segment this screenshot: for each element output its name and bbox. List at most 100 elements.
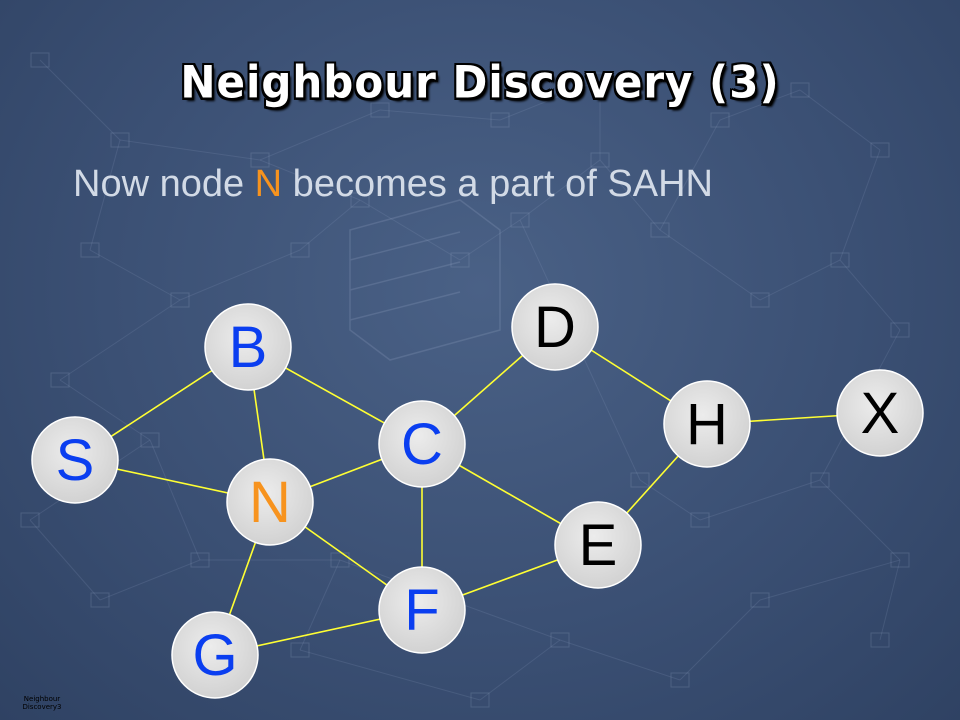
bg-device-icon — [690, 512, 710, 528]
node-circle — [226, 458, 314, 546]
bg-device-icon — [790, 82, 810, 98]
node-n: N — [226, 458, 314, 546]
node-c: C — [378, 400, 466, 488]
node-circle — [554, 501, 642, 589]
slide-footer: Neighbour Discovery3 — [12, 695, 72, 711]
node-e: E — [554, 501, 642, 589]
bg-device-icon — [710, 112, 730, 128]
node-label: B — [229, 315, 268, 380]
slide-subtitle: Now node N becomes a part of SAHN — [73, 163, 713, 206]
bg-link — [59, 379, 151, 441]
node-circle — [836, 369, 924, 457]
bg-device-icon — [370, 102, 390, 118]
bg-device-icon — [290, 642, 310, 658]
bg-device-icon — [450, 252, 470, 268]
bg-link — [89, 249, 181, 301]
bg-device-icon — [20, 512, 40, 528]
node-s: S — [31, 416, 119, 504]
footer-line-1: Neighbour — [23, 695, 61, 703]
bg-link — [679, 599, 761, 681]
bg-link — [599, 159, 661, 231]
node-label: G — [192, 623, 237, 688]
bg-link — [659, 119, 721, 231]
bg-link — [359, 199, 461, 261]
bg-device-icon — [590, 72, 610, 88]
node-circle — [171, 611, 259, 699]
node-label: H — [686, 392, 728, 457]
bg-device-icon — [890, 322, 910, 338]
bg-device-icon — [650, 222, 670, 238]
node-x: X — [836, 369, 924, 457]
bg-device-icon — [750, 592, 770, 608]
node-label: X — [861, 381, 900, 446]
node-circle — [663, 380, 751, 468]
bg-link — [259, 109, 381, 161]
bg-link — [149, 439, 201, 561]
node-circle — [378, 566, 466, 654]
bg-link — [99, 559, 201, 601]
bg-device-icon — [30, 52, 50, 68]
bg-device-icon — [810, 472, 830, 488]
bg-device-icon — [490, 112, 510, 128]
node-circle — [511, 283, 599, 371]
node-f: F — [378, 566, 466, 654]
bg-link — [39, 59, 121, 141]
node-label: D — [534, 295, 576, 360]
bg-device-icon — [670, 672, 690, 688]
slide-title: Neighbour Discovery (3) — [180, 56, 780, 109]
bg-link — [29, 519, 101, 601]
bg-device-icon — [890, 552, 910, 568]
bg-device-icon — [80, 242, 100, 258]
bg-device-icon — [870, 632, 890, 648]
bg-link — [839, 149, 881, 261]
bg-device-icon — [290, 242, 310, 258]
bg-link — [659, 229, 761, 301]
bg-link — [479, 639, 561, 701]
bg-device-icon — [630, 472, 650, 488]
node-b: B — [204, 303, 292, 391]
bg-device-icon — [110, 132, 130, 148]
node-label: S — [56, 428, 95, 493]
bg-building-icon — [349, 199, 501, 361]
bg-link — [299, 199, 361, 251]
bg-link — [459, 219, 521, 261]
bg-device-icon — [330, 552, 350, 568]
bg-link — [879, 559, 901, 641]
bg-device-icon — [750, 292, 770, 308]
bg-link — [89, 139, 121, 251]
bg-link — [699, 479, 821, 521]
node-label: C — [401, 412, 443, 477]
subtitle-suffix: becomes a part of SAHN — [282, 163, 713, 205]
bg-link — [799, 89, 881, 151]
bg-link — [519, 159, 601, 221]
bg-device-icon — [250, 152, 270, 168]
footer-line-2: Discovery3 — [22, 703, 62, 711]
node-circle — [204, 303, 292, 391]
node-d: D — [511, 283, 599, 371]
bg-device-icon — [830, 252, 850, 268]
bg-link — [559, 639, 681, 681]
bg-link — [839, 259, 901, 331]
node-circle — [378, 400, 466, 488]
bg-device-icon — [350, 192, 370, 208]
bg-link — [759, 259, 841, 301]
bg-link — [259, 159, 361, 201]
bg-link — [759, 559, 901, 601]
subtitle-highlight: N — [254, 163, 283, 205]
node-g: G — [171, 611, 259, 699]
bg-link — [179, 249, 301, 301]
bg-link — [59, 299, 181, 381]
node-label: F — [404, 578, 439, 643]
node-label: N — [249, 470, 291, 535]
bg-device-icon — [590, 152, 610, 168]
node-label: E — [579, 513, 618, 578]
subtitle-prefix: Now node — [73, 163, 255, 205]
bg-link — [119, 139, 261, 161]
bg-device-icon — [140, 432, 160, 448]
node-circle — [31, 416, 119, 504]
bg-device-icon — [90, 592, 110, 608]
bg-device-icon — [170, 292, 190, 308]
bg-device-icon — [510, 212, 530, 228]
